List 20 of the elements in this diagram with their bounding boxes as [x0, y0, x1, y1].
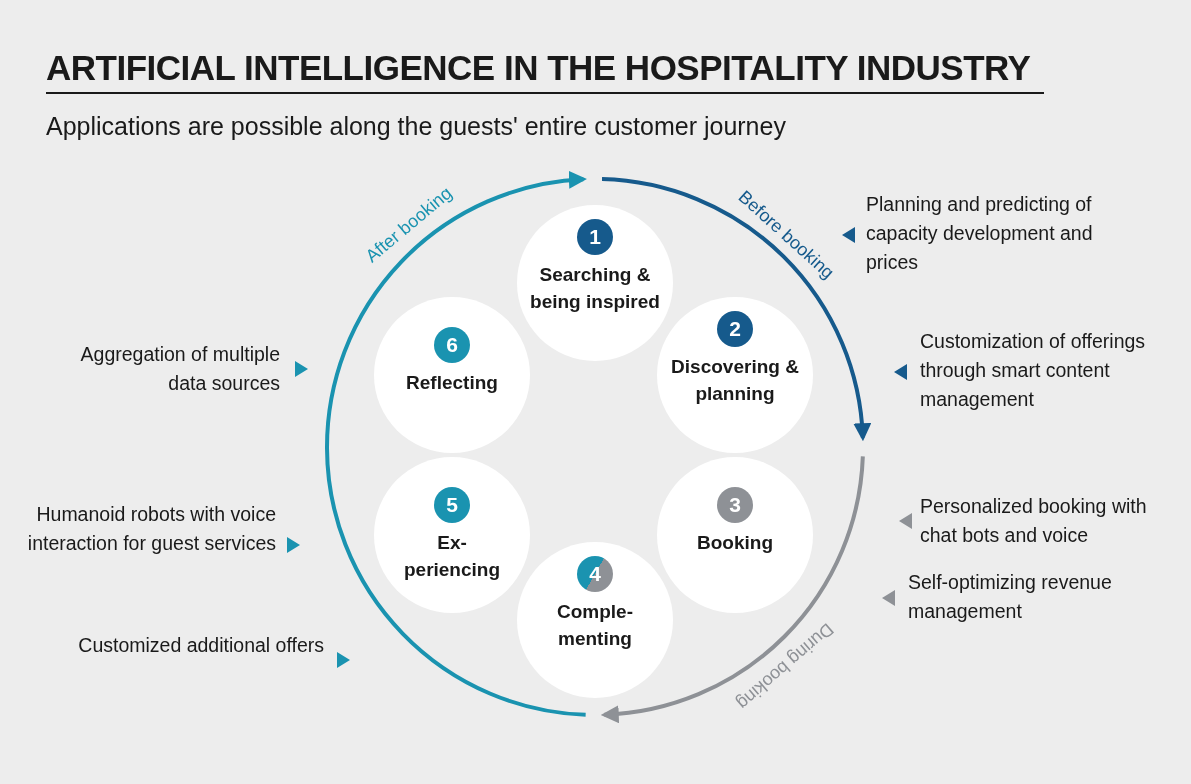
application-note: Planning and predicting of capacity development and prices: [866, 192, 1094, 275]
step-number-badge: 3: [717, 487, 753, 523]
title: ARTIFICIAL INTELLIGENCE IN THE HOSPITALITY INDUSTRY: [46, 48, 1044, 94]
application-note: Humanoid robots with voice interaction for guest services: [26, 502, 276, 556]
step-number-badge: 1: [577, 219, 613, 255]
step-label: Ex- periencing: [402, 531, 502, 582]
step-label: Booking: [696, 531, 774, 555]
step-number-badge: 6: [434, 327, 470, 363]
application-note: Aggregation of multiple data sources: [79, 342, 280, 396]
step-label: Discovering & planning: [670, 355, 800, 406]
step-label: Comple- menting: [556, 600, 634, 651]
step-number-badge: 2: [717, 311, 753, 347]
step-label: Reflecting: [405, 371, 499, 395]
subtitle: Applications are possible along the guests' entire customer journey: [46, 112, 786, 141]
application-note: Customization of offerings through smart content management: [920, 329, 1147, 412]
step-number-badge: 5: [434, 487, 470, 523]
step-label: Searching & being inspired: [529, 263, 661, 314]
application-note: Self-optimizing revenue management: [908, 570, 1113, 624]
application-note: Customized additional offers: [77, 633, 324, 658]
application-note: Personalized booking with chat bots and voice: [920, 494, 1148, 548]
